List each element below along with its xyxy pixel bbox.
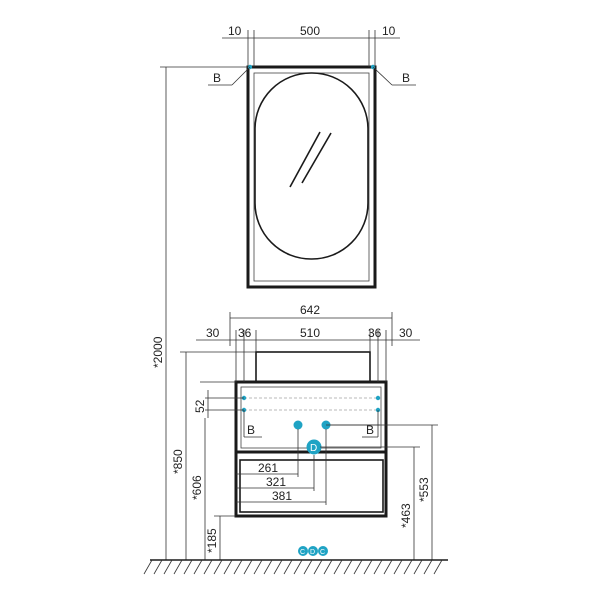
floor-hatch-line	[313, 559, 323, 575]
mirror-glare-line	[301, 132, 332, 184]
drain-marker-label: D	[310, 443, 317, 454]
mirror-marker-b-right: B	[402, 71, 410, 85]
drain-marker-icon	[306, 439, 322, 455]
mirror-top-dimensions: 10 500 10	[222, 24, 400, 67]
mirror-b-leaders: B B	[208, 66, 416, 86]
floor-hatch-line	[243, 559, 253, 575]
floor-marker-c-right: C	[320, 549, 325, 556]
floor-hatch-line	[423, 559, 433, 575]
floor-marker-c-left: C	[300, 549, 305, 556]
mount-hole-icon	[375, 395, 381, 401]
floor-hatch-line	[263, 559, 273, 575]
floor-hatching	[143, 559, 443, 575]
floor-hatch-line	[413, 559, 423, 575]
height-total: *2000	[151, 336, 165, 368]
floor-hatch-line	[383, 559, 393, 575]
height-floor-gap: *185	[205, 528, 219, 553]
floor-hatch-line	[273, 559, 283, 575]
floor-marker-d: D	[310, 549, 315, 556]
cabinet-width-b: 36	[238, 326, 252, 340]
offset-321: 321	[266, 475, 286, 489]
basin	[255, 351, 371, 383]
floor-hatch-line	[183, 559, 193, 575]
floor-hatch-line	[173, 559, 183, 575]
floor-hatch-line	[213, 559, 223, 575]
offset-261: 261	[258, 461, 278, 475]
cabinet-width-c: 510	[300, 326, 320, 340]
floor-hatch-line	[143, 559, 153, 575]
cabinet-marker-b-left: B	[247, 423, 255, 437]
height-top: *850	[171, 449, 185, 474]
floor-marker-c-right-icon	[318, 546, 328, 556]
cabinet-body	[234, 380, 388, 518]
floor-hatch-line	[353, 559, 363, 575]
floor-hatch-line	[223, 559, 233, 575]
mirror-marker-b-left: B	[213, 71, 221, 85]
floor-hatch-line	[393, 559, 403, 575]
floor-hatch-line	[433, 559, 443, 575]
mirror-oval	[254, 72, 369, 260]
cabinet-width-e: 30	[399, 326, 413, 340]
cabinet-overall-width: 642	[300, 303, 320, 317]
floor-hatch-line	[403, 559, 413, 575]
height-right-outer: *553	[417, 477, 431, 502]
floor-hatch-line	[253, 559, 263, 575]
floor-hatch-line	[283, 559, 293, 575]
floor-hatch-line	[203, 559, 213, 575]
floor-hatch-line	[293, 559, 303, 575]
cabinet-b-leaders: B B	[243, 410, 380, 438]
floor-marker-d-icon	[308, 546, 318, 556]
offset-dimensions: 261 321 381	[236, 429, 327, 505]
water-outlet-icon	[293, 420, 303, 430]
floor-hatch-line	[333, 559, 343, 575]
floor-hatch-line	[373, 559, 383, 575]
floor	[143, 559, 448, 575]
floor-hatch-line	[193, 559, 203, 575]
cabinet-width-d: 36	[368, 326, 382, 340]
height-dimensions: *2000 *850 *606 *185 *463 *553	[151, 66, 438, 560]
floor-markers: C D C	[298, 546, 328, 556]
floor-hatch-line	[233, 559, 243, 575]
cabinet-width-a: 30	[206, 326, 220, 340]
spacing-52: 52	[193, 399, 207, 413]
floor-hatch-line	[153, 559, 163, 575]
height-mid: *606	[190, 475, 204, 500]
mirror-glare-line	[289, 131, 321, 188]
floor-hatch-line	[363, 559, 373, 575]
cabinet-lower-drawer	[239, 459, 384, 513]
floor-hatch-line	[323, 559, 333, 575]
cabinet-group: D	[234, 351, 388, 518]
floor-hatch-line	[163, 559, 173, 575]
mirror-frame	[246, 65, 377, 289]
mirror-dim-left: 10	[228, 24, 242, 38]
floor-marker-c-left-icon	[298, 546, 308, 556]
spacing-dimension: 52	[193, 390, 244, 418]
height-right-inner: *463	[399, 503, 413, 528]
mirror-dim-center: 500	[300, 24, 320, 38]
mirror-dim-right: 10	[382, 24, 396, 38]
floor-hatch-line	[303, 559, 313, 575]
offset-381: 381	[272, 489, 292, 503]
cabinet-top-dimensions: 642 30 36 510 36 30	[196, 303, 420, 382]
mirror-frame-inner	[253, 72, 370, 282]
cabinet-marker-b-right: B	[366, 423, 374, 437]
floor-hatch-line	[343, 559, 353, 575]
mirror-group	[246, 64, 377, 289]
cabinet-upper-drawer	[240, 386, 382, 449]
